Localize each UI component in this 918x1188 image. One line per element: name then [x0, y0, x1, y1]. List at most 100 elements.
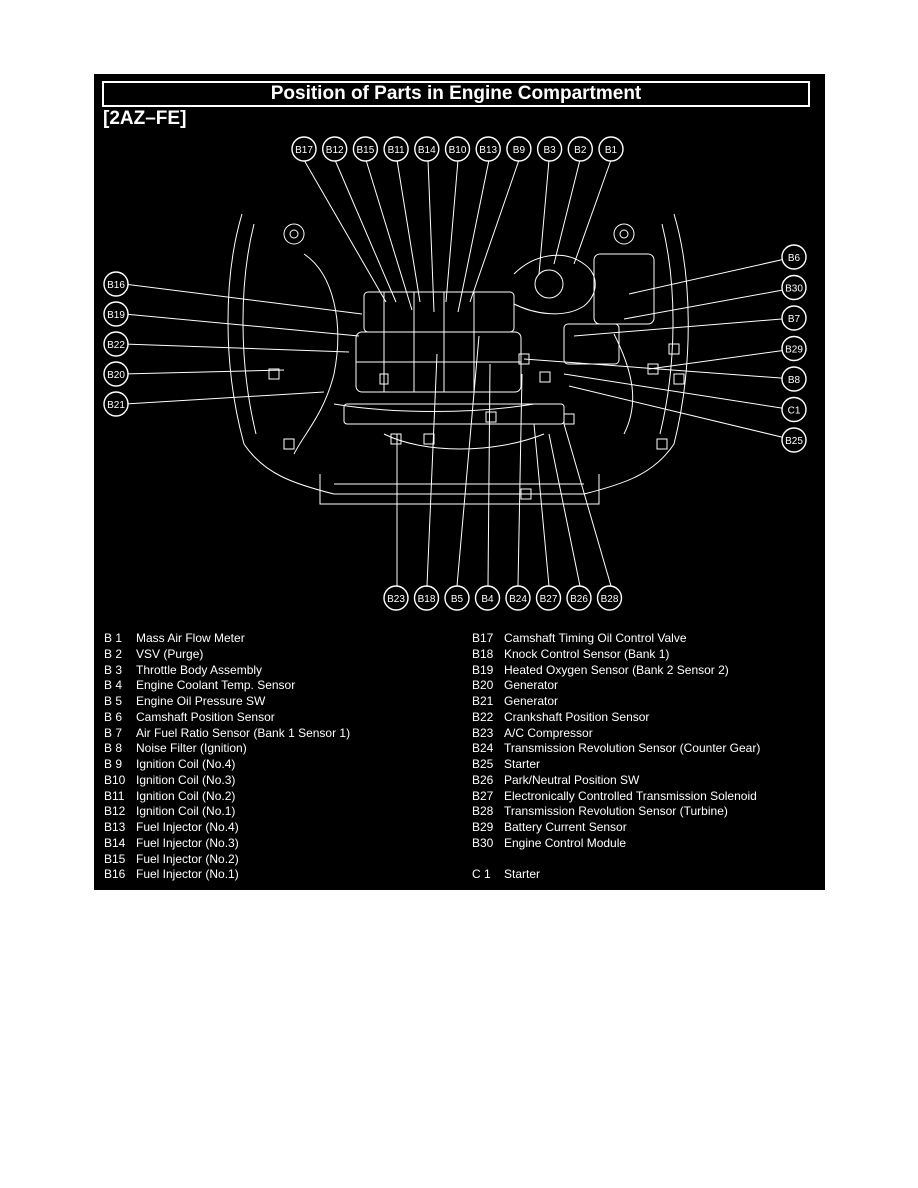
- callout-text: B2: [574, 145, 587, 156]
- callout-b2: B2: [567, 136, 593, 162]
- callout-circle: [103, 271, 129, 297]
- legend-code: B11: [104, 788, 125, 803]
- legend-code: B 8: [104, 741, 123, 756]
- callout-text: B25: [785, 436, 803, 447]
- legend-part-name: Ignition Coil (No.4): [136, 757, 236, 771]
- callout-b20: B20: [103, 361, 129, 387]
- callout-b3: B3: [536, 136, 563, 162]
- callout-circle: [535, 585, 562, 611]
- legend-part-name: Ignition Coil (No.1): [136, 804, 236, 819]
- legend-code: B20: [472, 678, 494, 693]
- legend-code: B12: [104, 804, 126, 819]
- callout-circle: [383, 136, 409, 162]
- callout-b25: B25: [781, 427, 807, 453]
- legend-code: B17: [472, 631, 494, 645]
- legend-code: B 3: [104, 662, 123, 677]
- callout-b7: B7: [781, 305, 807, 331]
- callout-circle: [781, 366, 807, 392]
- callout-b18: B18: [413, 585, 440, 611]
- legend-code: B18: [472, 646, 494, 661]
- callout-circle: [352, 136, 379, 162]
- callout-text: B21: [107, 400, 125, 411]
- legend-code: B26: [472, 772, 494, 787]
- legend-code: B 1: [104, 631, 123, 645]
- callout-circle: [103, 391, 129, 417]
- legend-part-name: Engine Oil Pressure SW: [136, 694, 266, 708]
- legend-part-name: Electronically Controlled Transmission S…: [504, 788, 757, 803]
- callout-text: B30: [785, 284, 803, 295]
- callout-circle: [444, 136, 471, 162]
- legend-code: B24: [472, 741, 494, 756]
- callout-circle: [444, 585, 470, 611]
- callout-text: B4: [481, 594, 494, 605]
- legend-part-name: Transmission Revolution Sensor (Turbine): [504, 804, 728, 819]
- legend-part-name: Mass Air Flow Meter: [136, 631, 245, 645]
- legend-code: B14: [104, 835, 126, 850]
- legend-code: B13: [104, 820, 126, 834]
- legend-code: B 4: [104, 678, 123, 693]
- callout-text: B1: [605, 145, 618, 156]
- callout-circle: [103, 361, 129, 387]
- callout-text: B19: [107, 310, 125, 321]
- legend-code: B22: [472, 709, 494, 724]
- callout-text: B14: [418, 145, 436, 156]
- legend-code: B19: [472, 662, 494, 677]
- callout-text: B11: [388, 145, 405, 156]
- legend-row: B 3 Throttle Body Assembly: [104, 663, 350, 679]
- callout-text: B16: [107, 280, 125, 291]
- callout-circle: [474, 585, 501, 611]
- callout-b29: B29: [781, 335, 807, 362]
- callout-text: B6: [788, 253, 801, 264]
- callout-text: B28: [601, 594, 619, 605]
- legend-code: B27: [472, 788, 494, 803]
- legend-part-name: Starter: [504, 867, 541, 882]
- callout-b16: B16: [103, 271, 129, 297]
- callout-b13: B13: [475, 136, 501, 162]
- callout-text: B9: [513, 145, 526, 156]
- callout-b15: B15: [352, 136, 379, 162]
- legend-part-name: Ignition Coil (No.3): [136, 772, 236, 787]
- callout-circle: [536, 136, 563, 162]
- legend-row: B13 Fuel Injector (No.4): [104, 820, 350, 836]
- callout-text: B17: [295, 145, 313, 156]
- legend-part-name: Engine Control Module: [504, 835, 627, 850]
- callout-text: B29: [785, 345, 803, 356]
- callout-b21: B21: [103, 391, 129, 417]
- callout-text: B20: [107, 370, 125, 381]
- legend-part-name: Park/Neutral Position SW: [504, 772, 640, 787]
- callout-b9: B9: [506, 136, 532, 162]
- callout-b23: B23: [383, 585, 409, 611]
- legend-row: [472, 852, 760, 868]
- legend-part-name: Engine Coolant Temp. Sensor: [136, 678, 296, 693]
- callout-b27: B27: [535, 585, 562, 611]
- callout-text: B8: [788, 375, 801, 386]
- legend-code: B21: [472, 694, 494, 708]
- legend-row: B 1 Mass Air Flow Meter: [104, 631, 350, 647]
- legend-code: B 6: [104, 709, 123, 724]
- callout-b6: B6: [781, 244, 807, 270]
- legend-part-name: Fuel Injector (No.4): [136, 820, 239, 834]
- legend-code: B23: [472, 725, 494, 740]
- callout-b10: B10: [444, 136, 471, 162]
- callout-circle: [598, 136, 624, 162]
- legend-part-name: A/C Compressor: [504, 725, 593, 740]
- legend-row: B27 Electronically Controlled Transmissio…: [472, 789, 760, 805]
- legend-part-name: Throttle Body Assembly: [136, 662, 263, 677]
- callout-text: B15: [357, 145, 375, 156]
- engine-compartment-diagram: B17B12B15B11B14B10B13B9B3B2B1B16B19B22B2…: [103, 136, 807, 611]
- callout-b22: B22: [103, 331, 129, 357]
